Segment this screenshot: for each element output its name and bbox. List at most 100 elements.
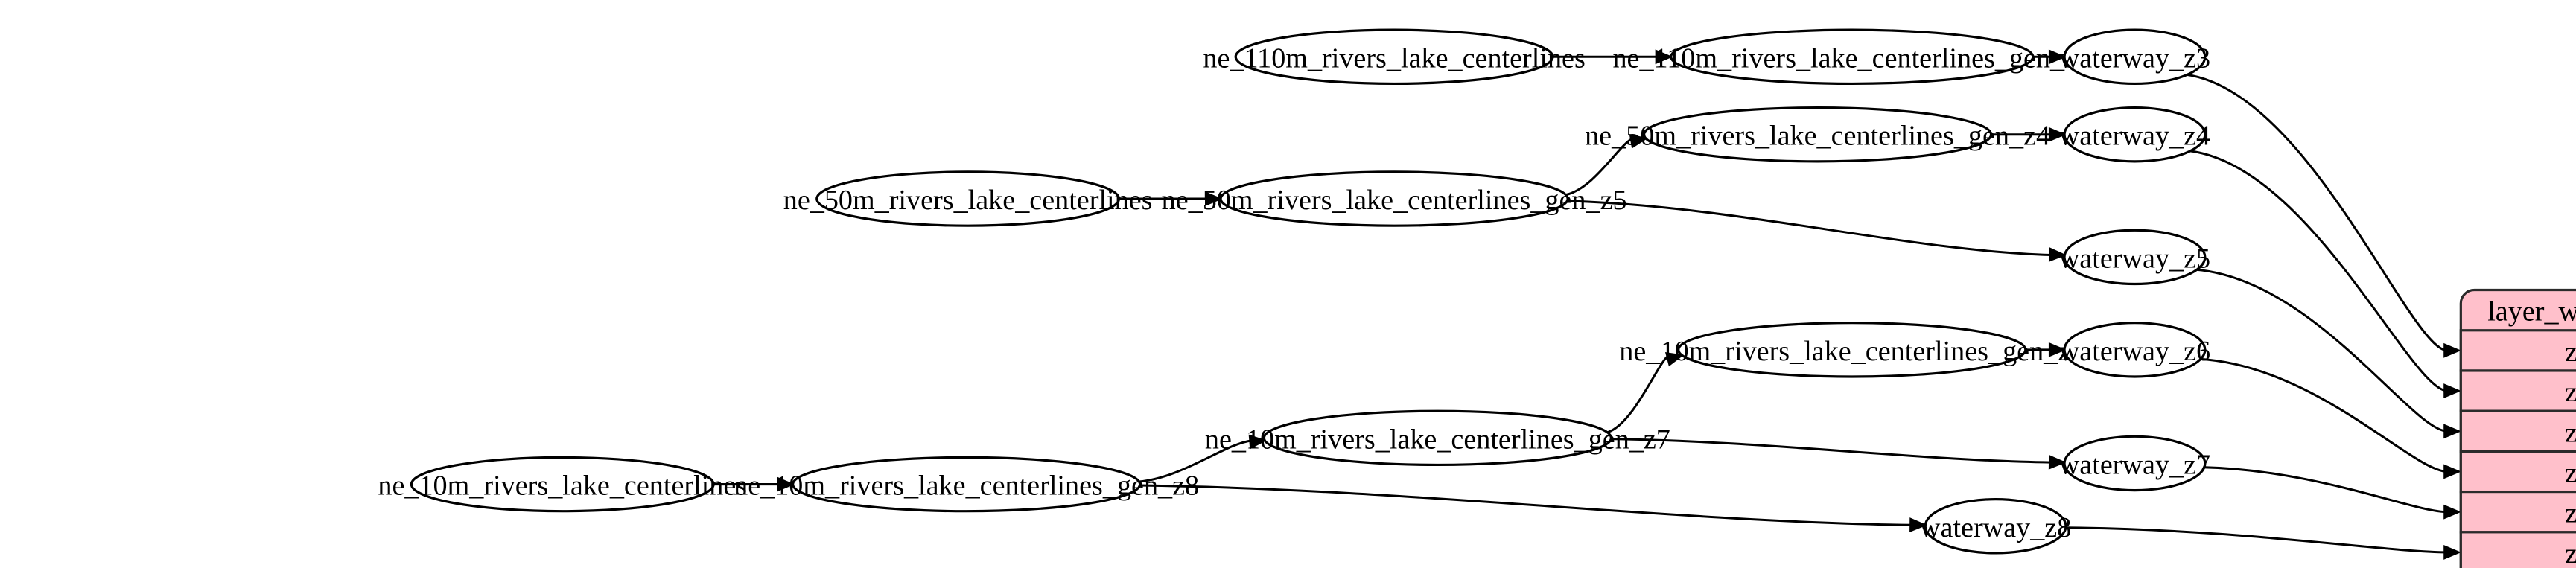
edge-line: [2202, 466, 2448, 514]
node-shape-waterway_z5: [2063, 229, 2207, 286]
node-label-waterway_z4: waterway_z4: [2059, 121, 2210, 152]
edge-arrowhead: [1629, 133, 1648, 149]
edge-line: [1567, 200, 2052, 257]
edge-line: [1565, 137, 1633, 197]
node-shape-waterway_z6: [2063, 322, 2207, 378]
node-label-ne_10m_rivers_lake_centerlines: ne_10m_rivers_lake_centerlines: [378, 470, 747, 502]
layer-waterway-table: layer_waterwayz3z4z5z6z7z8z9z10z11z12z13…: [2459, 288, 2576, 568]
node-ne_10m_rivers_lake_centerlines_gen_z8[interactable]: ne_10m_rivers_lake_centerlines_gen_z8: [734, 456, 1199, 513]
layer-waterway-row-z6[interactable]: [2459, 450, 2576, 494]
node-shape-waterway_z4: [2063, 106, 2207, 163]
edge-arrowhead: [1664, 351, 1685, 367]
layer-waterway-row-z7[interactable]: [2459, 490, 2576, 534]
edge-arrowhead: [2048, 127, 2067, 142]
node-label-ne_50m_rivers_lake_centerlines_gen_z5: ne_50m_rivers_lake_centerlines_gen_z5: [1162, 185, 1627, 216]
node-shape-ne_110m_rivers_lake_centerlines_gen_z3: [1670, 28, 2035, 86]
edge-ne_50m_rivers_lake_centerlines_gen_z5-to-waterway_z5: [1567, 200, 2067, 262]
edge-line: [1611, 438, 2052, 464]
node-shape-ne_10m_rivers_lake_centerlines_gen_z6: [1677, 322, 2027, 378]
node-label-ne_10m_rivers_lake_centerlines_gen_z7: ne_10m_rivers_lake_centerlines_gen_z7: [1205, 424, 1670, 455]
node-label-ne_50m_rivers_lake_centerlines: ne_50m_rivers_lake_centerlines: [783, 185, 1153, 216]
edge-waterway_z7-to-layer_waterway-z7: [2202, 466, 2461, 520]
node-waterway_z8[interactable]: waterway_z8: [1920, 498, 2071, 555]
node-label-waterway_z3: waterway_z3: [2059, 42, 2210, 74]
edge-ne_50m_rivers_lake_centerlines-to-ne_50m_rivers_lake_centerlines_gen_z5: [1119, 191, 1223, 206]
layer-waterway-row-z8[interactable]: [2459, 531, 2576, 568]
edge-waterway_z4-to-layer_waterway-z4: [2188, 150, 2461, 399]
layer-waterway-row-label-z4: z4: [2565, 377, 2576, 408]
node-ne_50m_rivers_lake_centerlines_gen_z4[interactable]: ne_50m_rivers_lake_centerlines_gen_z4: [1585, 106, 2050, 163]
edge-arrowhead: [1248, 434, 1268, 450]
edge-waterway_z6-to-layer_waterway-z6: [2198, 357, 2461, 479]
edge-ne_110m_rivers_lake_centerlines-to-ne_110m_rivers_lake_centerlines_gen_z3: [1553, 49, 1673, 65]
node-waterway_z4[interactable]: waterway_z4: [2059, 106, 2210, 163]
node-ne_110m_rivers_lake_centerlines[interactable]: ne_110m_rivers_lake_centerlines: [1203, 28, 1586, 86]
edge-line: [2188, 150, 2448, 392]
edge-arrowhead: [2048, 342, 2067, 357]
layer-waterway-row-z5[interactable]: [2459, 409, 2576, 453]
edge-ne_10m_rivers_lake_centerlines_gen_z7-to-ne_10m_rivers_lake_centerlines_gen_z6: [1606, 351, 1685, 434]
edge-waterway_z5-to-layer_waterway-z5: [2195, 268, 2461, 439]
edge-arrowhead: [777, 476, 795, 492]
nodes-layer: imposm3osm_waterway_linestringosm_import…: [378, 28, 2210, 555]
node-shape-ne_10m_rivers_lake_centerlines_gen_z8: [792, 456, 1142, 513]
edge-arrowhead: [1655, 49, 1673, 65]
node-waterway_z7[interactable]: waterway_z7: [2059, 435, 2210, 492]
edge-line: [1606, 354, 1670, 434]
node-ne_50m_rivers_lake_centerlines_gen_z5[interactable]: ne_50m_rivers_lake_centerlines_gen_z5: [1162, 170, 1627, 227]
node-shape-waterway_z8: [1924, 498, 2067, 555]
node-label-ne_110m_rivers_lake_centerlines: ne_110m_rivers_lake_centerlines: [1203, 42, 1585, 74]
node-ne_10m_rivers_lake_centerlines_gen_z6[interactable]: ne_10m_rivers_lake_centerlines_gen_z6: [1619, 322, 2084, 378]
edge-arrowhead: [1205, 191, 1223, 206]
node-label-waterway_z5: waterway_z5: [2059, 243, 2210, 274]
edge-ne_10m_rivers_lake_centerlines_gen_z7-to-waterway_z7: [1611, 438, 2067, 470]
edge-arrowhead: [2443, 383, 2461, 399]
node-shape-ne_50m_rivers_lake_centerlines: [815, 170, 1121, 227]
edge-line: [1139, 484, 1912, 526]
node-label-waterway_z8: waterway_z8: [1920, 512, 2071, 543]
node-label-ne_10m_rivers_lake_centerlines_gen_z8: ne_10m_rivers_lake_centerlines_gen_z8: [734, 470, 1199, 502]
node-label-ne_110m_rivers_lake_centerlines_gen_z3: ne_110m_rivers_lake_centerlines_gen_z3: [1612, 42, 2091, 74]
edge-ne_10m_rivers_lake_centerlines-to-ne_10m_rivers_lake_centerlines_gen_z8: [713, 476, 795, 492]
node-label-waterway_z7: waterway_z7: [2059, 449, 2210, 480]
edge-ne_50m_rivers_lake_centerlines_gen_z5-to-ne_50m_rivers_lake_centerlines_gen_z4: [1565, 133, 1648, 197]
node-shape-ne_50m_rivers_lake_centerlines_gen_z4: [1642, 106, 1993, 163]
layer-waterway-row-label-z5: z5: [2565, 417, 2576, 448]
node-label-ne_10m_rivers_lake_centerlines_gen_z6: ne_10m_rivers_lake_centerlines_gen_z6: [1619, 336, 2084, 367]
node-shape-ne_50m_rivers_lake_centerlines_gen_z5: [1219, 170, 1569, 227]
node-ne_10m_rivers_lake_centerlines_gen_z7[interactable]: ne_10m_rivers_lake_centerlines_gen_z7: [1205, 409, 1670, 467]
edges-layer: [713, 49, 2461, 560]
edge-waterway_z8-to-layer_waterway-z8: [2064, 526, 2461, 560]
edge-arrowhead: [2048, 454, 2067, 470]
layer-waterway-header: layer_waterway: [2487, 296, 2576, 328]
node-shape-ne_10m_rivers_lake_centerlines_gen_z7: [1262, 409, 1612, 467]
node-label-ne_50m_rivers_lake_centerlines_gen_z4: ne_50m_rivers_lake_centerlines_gen_z4: [1585, 121, 2050, 152]
edge-ne_50m_rivers_lake_centerlines_gen_z4-to-waterway_z4: [1991, 127, 2067, 142]
layer-waterway-row-label-z8: z8: [2565, 538, 2576, 568]
edge-line: [2198, 357, 2448, 473]
layer-waterway-row-label-z6: z6: [2565, 458, 2576, 489]
edge-ne_110m_rivers_lake_centerlines_gen_z3-to-waterway_z3: [2032, 49, 2067, 65]
layer-waterway-row-z3[interactable]: [2459, 329, 2576, 372]
node-shape-waterway_z3: [2063, 28, 2207, 86]
node-waterway_z3[interactable]: waterway_z3: [2059, 28, 2210, 86]
edge-arrowhead: [2443, 504, 2461, 520]
layer-waterway-record: layer_waterwayz3z4z5z6z7z8z9z10z11z12z13…: [2459, 288, 2576, 568]
node-shape-ne_110m_rivers_lake_centerlines: [1234, 28, 1554, 86]
edge-ne_10m_rivers_lake_centerlines_gen_z8-to-ne_10m_rivers_lake_centerlines_gen_z7: [1139, 434, 1268, 483]
edge-ne_10m_rivers_lake_centerlines_gen_z8-to-waterway_z8: [1139, 484, 1927, 532]
layer-waterway-row-z4[interactable]: [2459, 369, 2576, 412]
node-shape-ne_10m_rivers_lake_centerlines: [410, 456, 715, 513]
edge-arrowhead: [2443, 424, 2461, 439]
node-ne_110m_rivers_lake_centerlines_gen_z3[interactable]: ne_110m_rivers_lake_centerlines_gen_z3: [1612, 28, 2091, 86]
node-waterway_z6[interactable]: waterway_z6: [2059, 322, 2210, 378]
node-waterway_z5[interactable]: waterway_z5: [2059, 229, 2210, 286]
edge-arrowhead: [2048, 49, 2067, 65]
edge-line: [2195, 268, 2448, 433]
node-ne_50m_rivers_lake_centerlines[interactable]: ne_50m_rivers_lake_centerlines: [783, 170, 1153, 227]
node-ne_10m_rivers_lake_centerlines[interactable]: ne_10m_rivers_lake_centerlines: [378, 456, 747, 513]
layer-waterway-row-label-z3: z3: [2565, 336, 2576, 368]
edge-arrowhead: [2443, 342, 2461, 358]
